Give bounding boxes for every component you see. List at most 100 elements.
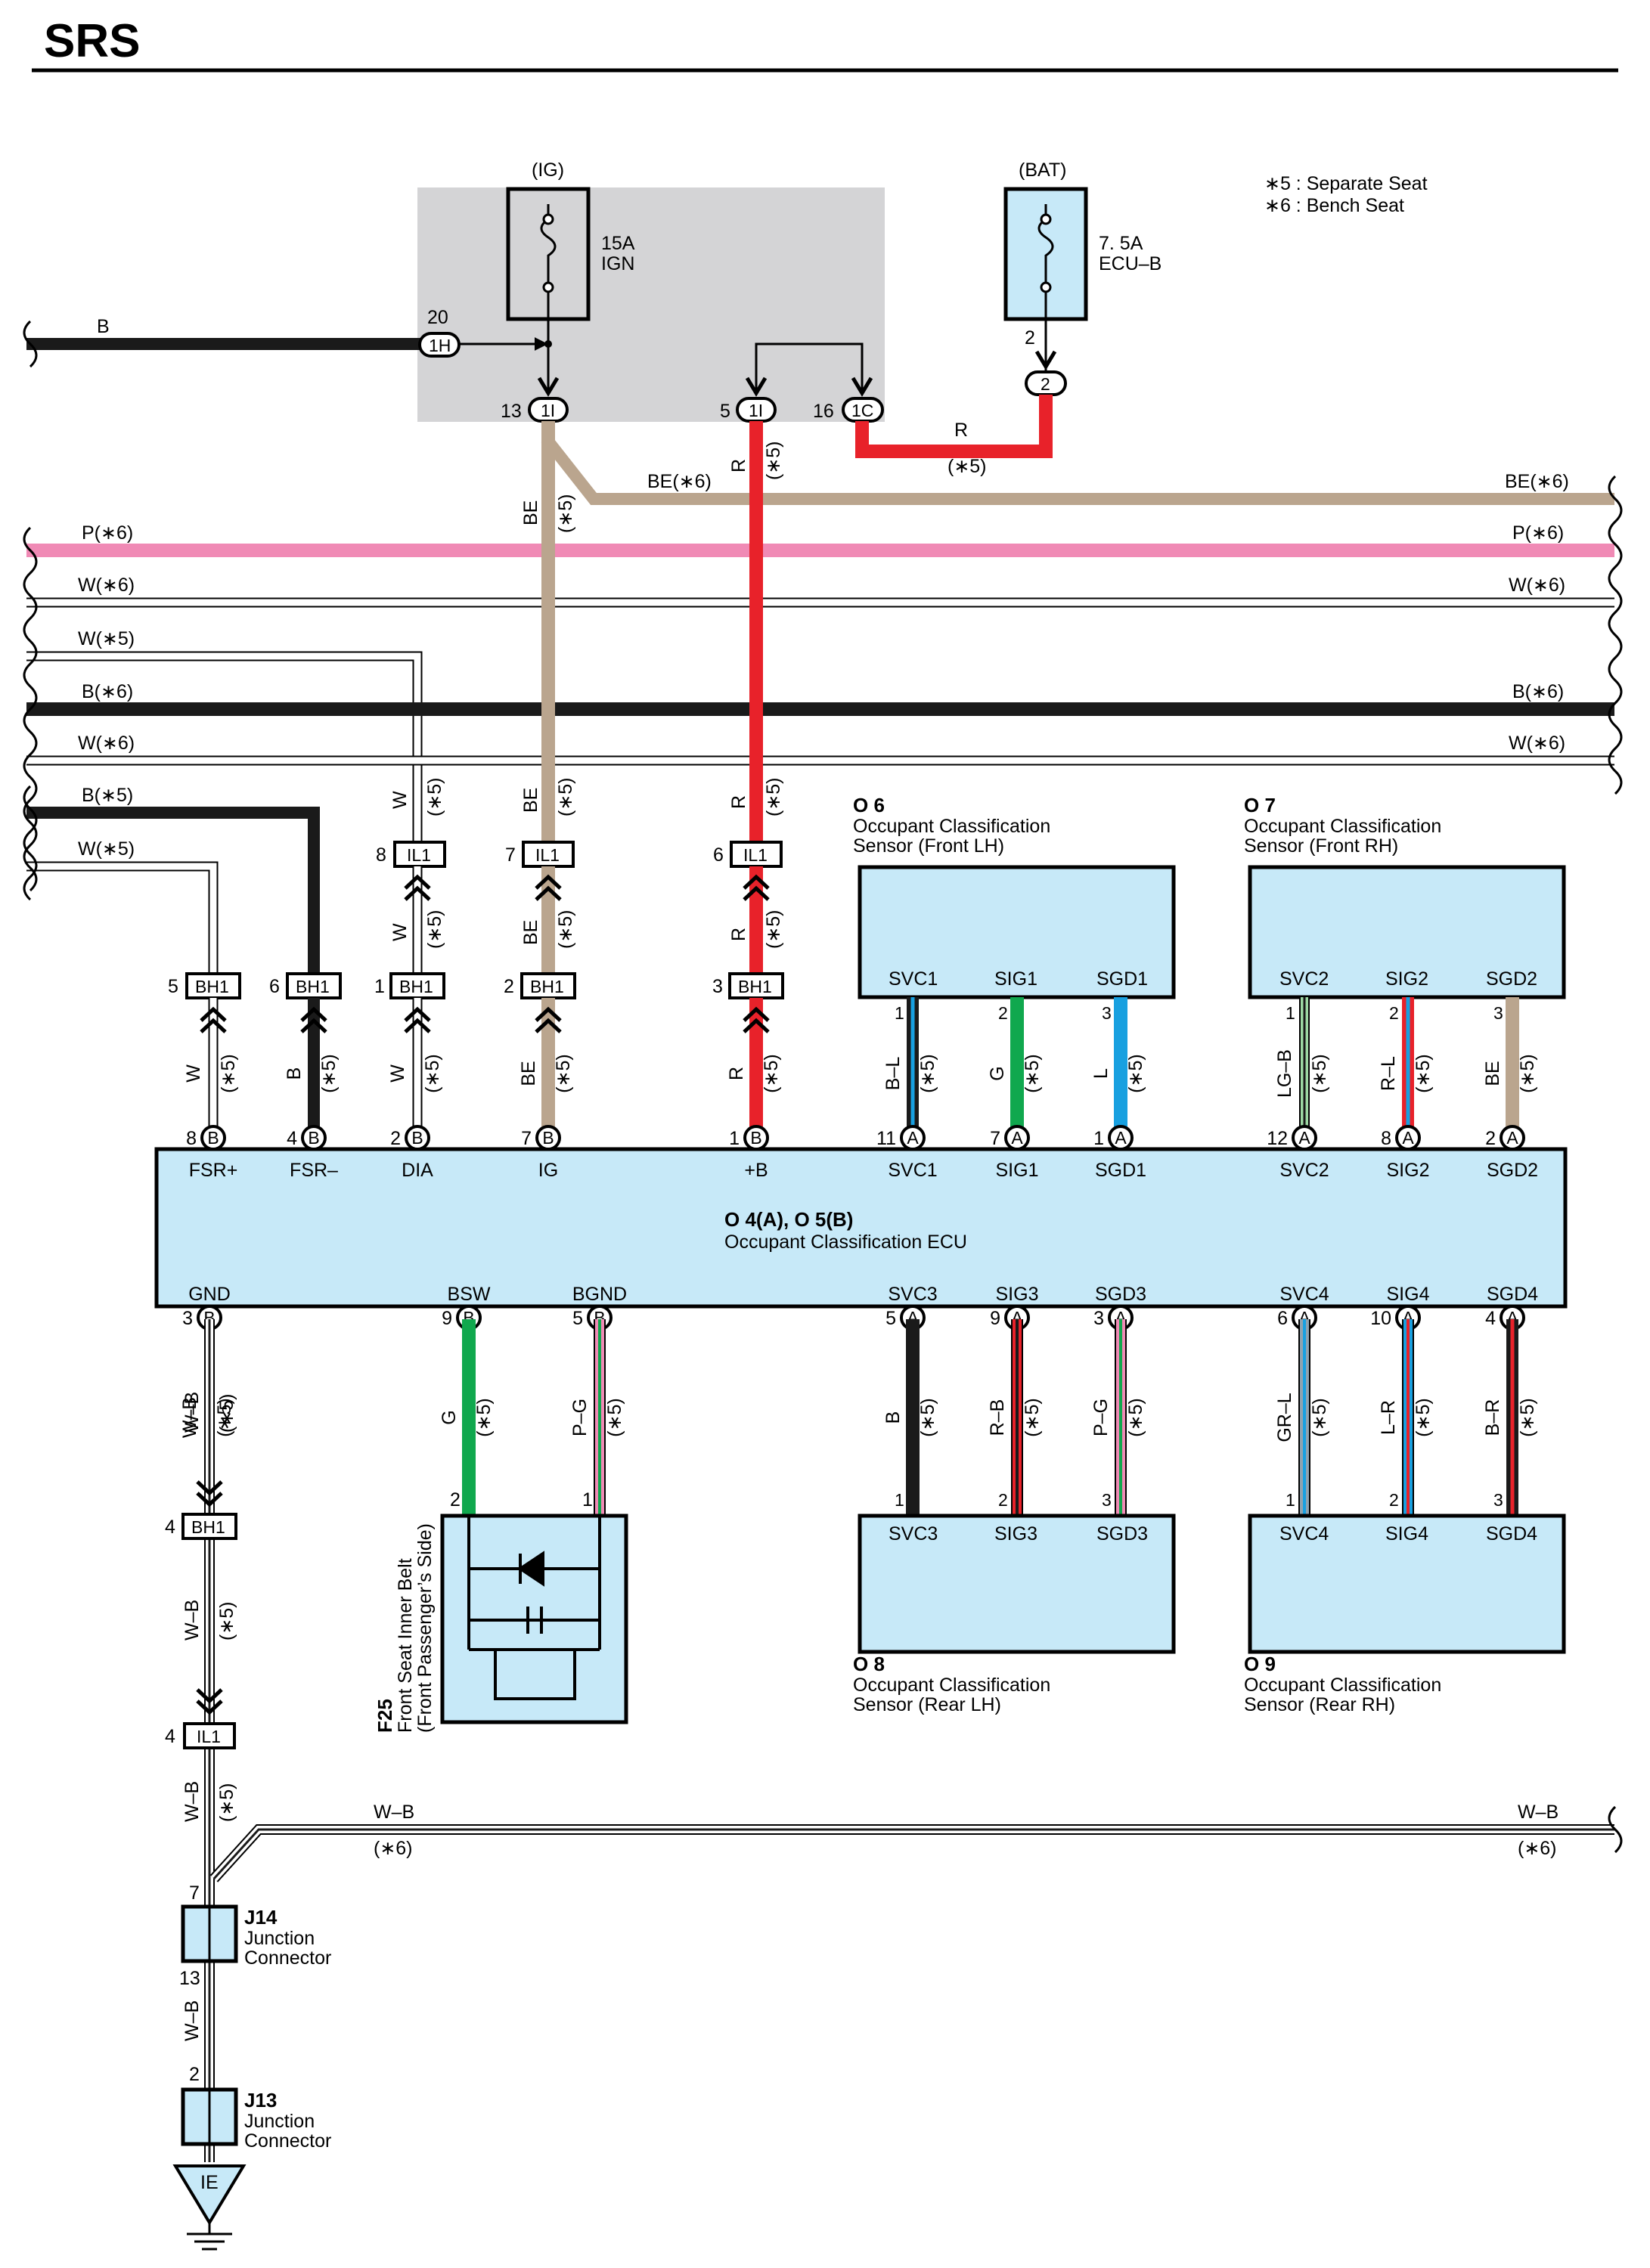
svg-text:(∗5): (∗5) bbox=[216, 1393, 237, 1433]
svg-text:O 8: O 8 bbox=[853, 1653, 885, 1675]
svg-text:2: 2 bbox=[998, 1003, 1008, 1023]
svg-text:(∗5): (∗5) bbox=[555, 909, 576, 949]
svg-text:Occupant Classification: Occupant Classification bbox=[853, 816, 1050, 837]
pin-conn-letter: A bbox=[1402, 1128, 1414, 1148]
pin-wire-color: G bbox=[439, 1410, 460, 1424]
conn-il1-7: IL1 7 bbox=[505, 841, 575, 868]
svg-text:Connector: Connector bbox=[244, 1947, 331, 1969]
svg-text:1: 1 bbox=[1286, 1003, 1295, 1023]
pin-wire-note: (∗5) bbox=[1517, 1398, 1538, 1437]
pin-wire-color: G bbox=[987, 1066, 1008, 1080]
svg-text:6: 6 bbox=[269, 976, 280, 997]
svg-text:ECU–B: ECU–B bbox=[1099, 253, 1162, 274]
pin-label: SIG1 bbox=[996, 1160, 1039, 1181]
note-bench-seat: ∗6 : Bench Seat bbox=[1264, 195, 1404, 216]
pin-wire-note: (∗5) bbox=[1413, 1054, 1434, 1093]
pin-wire-color: W–B bbox=[179, 1397, 200, 1438]
pin-label: IG bbox=[538, 1160, 558, 1181]
svg-text:Sensor (Front RH): Sensor (Front RH) bbox=[1244, 835, 1398, 857]
svg-text:J13: J13 bbox=[244, 2089, 277, 2112]
pin-wire-note: (∗5) bbox=[422, 1054, 443, 1093]
svg-text:(∗5): (∗5) bbox=[948, 456, 987, 477]
pin-wire-color: W bbox=[387, 1064, 408, 1083]
svg-text:B(∗6): B(∗6) bbox=[1512, 681, 1564, 702]
junction-block bbox=[417, 187, 885, 422]
pin-label: SVC4 bbox=[1279, 1284, 1329, 1305]
pin-wire-note: (∗5) bbox=[318, 1054, 340, 1093]
svg-text:(Front Passenger’s Side): (Front Passenger’s Side) bbox=[414, 1523, 436, 1733]
pin-wire-color: P–G bbox=[1090, 1399, 1112, 1436]
svg-text:R: R bbox=[728, 928, 749, 941]
pin-label: FSR– bbox=[290, 1160, 338, 1181]
pin-wire-color: B bbox=[284, 1067, 305, 1080]
fuse-ig-group: (IG) bbox=[532, 160, 564, 181]
svg-text:(∗5): (∗5) bbox=[763, 441, 784, 480]
conn-1h bbox=[418, 332, 461, 358]
svg-text:(∗5): (∗5) bbox=[555, 494, 576, 533]
svg-text:Occupant Classification: Occupant Classification bbox=[853, 1675, 1050, 1696]
sensor-o6 bbox=[858, 865, 1176, 999]
pin-number: 8 bbox=[186, 1128, 197, 1149]
svg-text:2: 2 bbox=[1025, 327, 1035, 349]
svg-text:3: 3 bbox=[1493, 1490, 1503, 1510]
svg-text:BH1: BH1 bbox=[530, 977, 564, 996]
svg-text:7: 7 bbox=[189, 1882, 200, 1904]
svg-text:P(∗6): P(∗6) bbox=[82, 522, 133, 544]
pin-number: 6 bbox=[1277, 1308, 1288, 1329]
ecu-box bbox=[154, 1147, 1568, 1309]
svg-text:Junction: Junction bbox=[244, 2111, 315, 2132]
svg-text:7. 5A: 7. 5A bbox=[1099, 233, 1143, 254]
svg-text:W–B: W–B bbox=[1518, 1802, 1559, 1823]
svg-text:1: 1 bbox=[374, 976, 385, 997]
sensor-o9 bbox=[1248, 1514, 1566, 1654]
svg-text:BE: BE bbox=[520, 788, 541, 813]
wire-w5-b bbox=[26, 861, 219, 983]
ecu-title: O 4(A), O 5(B) bbox=[724, 1208, 853, 1231]
pin-label: SVC1 bbox=[888, 1160, 937, 1181]
svg-text:SGD3: SGD3 bbox=[1096, 1523, 1148, 1545]
svg-text:SIG2: SIG2 bbox=[1385, 968, 1428, 990]
svg-text:2: 2 bbox=[189, 2064, 200, 2085]
pin-wire-note: (∗5) bbox=[473, 1398, 495, 1437]
pin-wire-color: L bbox=[1090, 1068, 1112, 1079]
svg-text:(∗5): (∗5) bbox=[216, 1601, 237, 1641]
svg-text:IL1: IL1 bbox=[407, 845, 431, 865]
pin-wire-note: (∗5) bbox=[1413, 1398, 1434, 1437]
conn-bh1-3: BH1 3 bbox=[712, 972, 784, 999]
svg-text:R: R bbox=[728, 795, 749, 809]
pin-number: 1 bbox=[1093, 1128, 1104, 1149]
pin-wire-color: R bbox=[726, 1067, 747, 1080]
pin-wire-color: W bbox=[183, 1064, 204, 1083]
pin-wire-color: B bbox=[882, 1411, 904, 1424]
pin-wire-color: R–B bbox=[987, 1399, 1008, 1436]
svg-text:BE(∗6): BE(∗6) bbox=[647, 471, 712, 492]
pin-wire-color: BE bbox=[1482, 1061, 1503, 1086]
pin-wire-color: GR–L bbox=[1274, 1393, 1295, 1442]
pin-wire-color: B–R bbox=[1482, 1399, 1503, 1436]
pin-label: SGD3 bbox=[1095, 1284, 1146, 1305]
svg-text:1C: 1C bbox=[851, 401, 873, 420]
svg-text:SGD2: SGD2 bbox=[1486, 968, 1537, 990]
svg-text:W–B: W–B bbox=[181, 1781, 203, 1822]
svg-text:SVC3: SVC3 bbox=[889, 1523, 938, 1545]
conn-il1-8: IL1 8 bbox=[376, 841, 446, 868]
pin-label: FSR+ bbox=[189, 1160, 238, 1181]
svg-text:16: 16 bbox=[813, 401, 834, 422]
svg-text:Sensor (Front LH): Sensor (Front LH) bbox=[853, 835, 1004, 857]
svg-text:W(∗6): W(∗6) bbox=[78, 733, 135, 754]
svg-text:W: W bbox=[389, 791, 411, 809]
svg-text:Junction: Junction bbox=[244, 1928, 315, 1949]
svg-text:2: 2 bbox=[998, 1490, 1008, 1510]
svg-text:SIG1: SIG1 bbox=[994, 968, 1037, 990]
pin-conn-letter: B bbox=[750, 1128, 761, 1148]
svg-text:1: 1 bbox=[895, 1003, 904, 1023]
svg-text:1I: 1I bbox=[749, 401, 763, 420]
svg-text:(∗6): (∗6) bbox=[1518, 1838, 1557, 1859]
svg-text:13: 13 bbox=[501, 401, 522, 422]
